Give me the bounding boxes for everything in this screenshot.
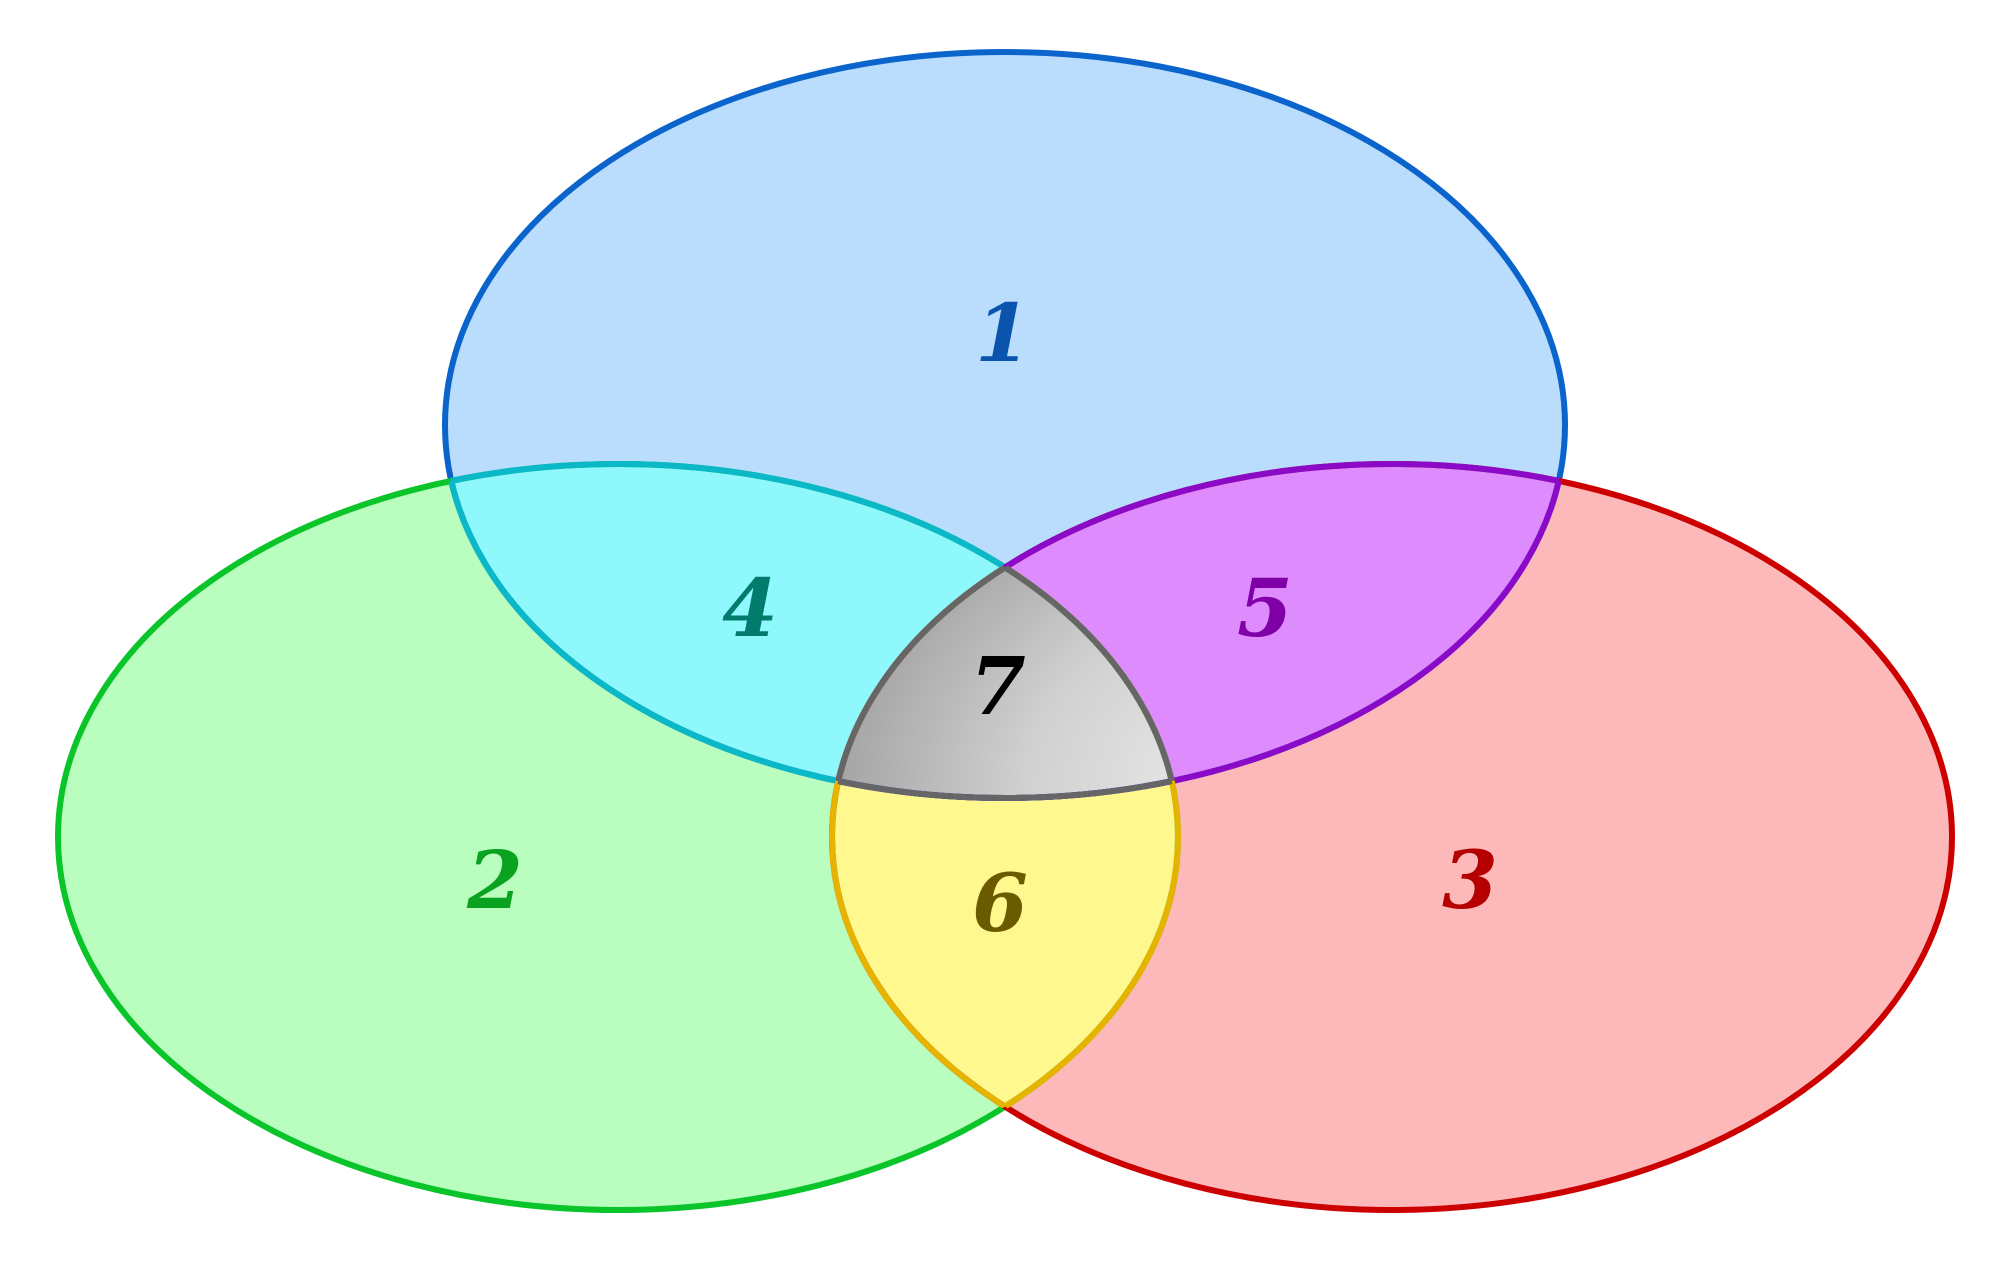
- region-5-label: 5: [1237, 561, 1293, 655]
- region-3-label: 3: [1442, 833, 1498, 927]
- region-1-label: 1: [975, 286, 1031, 380]
- region-4-label: 4: [722, 561, 778, 655]
- region-7-label: 7: [970, 639, 1026, 733]
- region-6-label: 6: [972, 856, 1028, 950]
- region-2-label: 2: [466, 833, 523, 927]
